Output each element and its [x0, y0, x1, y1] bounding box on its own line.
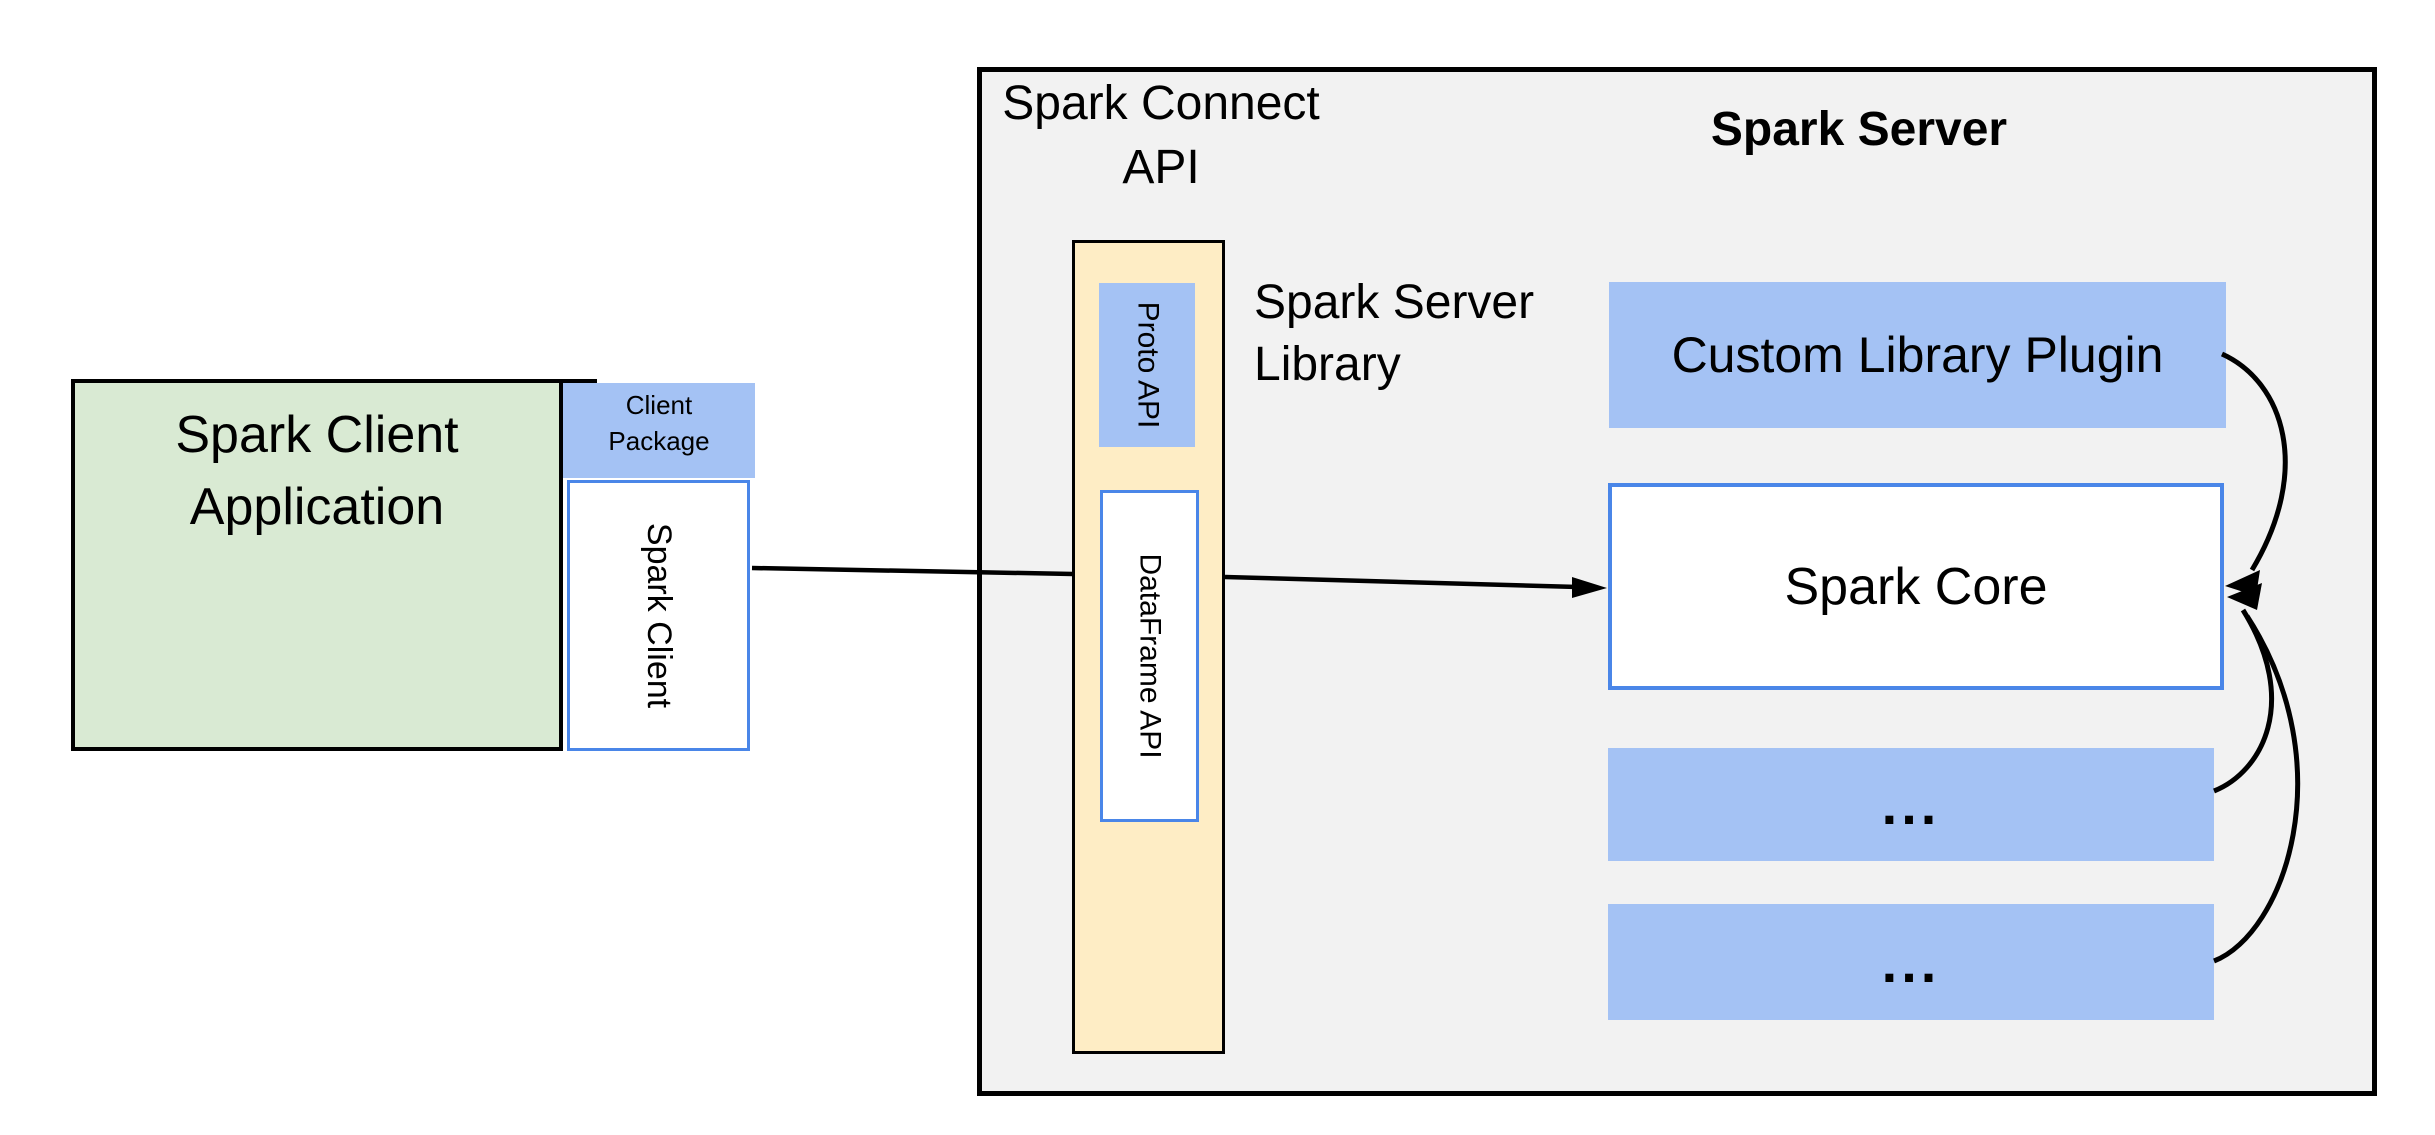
- spark-core-box: Spark Core: [1608, 483, 2224, 690]
- custom-library-plugin-box: Custom Library Plugin: [1609, 282, 2226, 428]
- dataframe-api-box: DataFrame API: [1100, 490, 1199, 822]
- proto-api-label: Proto API: [1131, 301, 1164, 429]
- plugin-placeholder-1-label: ...: [1881, 773, 1941, 836]
- dataframe-api-label: DataFrame API: [1133, 553, 1167, 759]
- spark-client-application-box: Spark Client Application: [71, 379, 563, 751]
- spark-client-label: Spark Client: [640, 522, 679, 709]
- spark-connect-api-label: Spark Connect API: [1002, 77, 1320, 194]
- spark-core-label: Spark Core: [1784, 557, 2048, 616]
- client-package-box: Client Package: [563, 383, 755, 478]
- spark-client-box: Spark Client: [567, 480, 750, 751]
- custom-library-plugin-label: Custom Library Plugin: [1671, 327, 2164, 383]
- plugin-placeholder-2-label: ...: [1881, 930, 1941, 994]
- plugin-placeholder-box-1: ...: [1608, 748, 2214, 861]
- spark-server-title: Spark Server: [1710, 103, 2008, 156]
- spark-server-library-label: Spark Server Library: [1254, 276, 1535, 391]
- plugin-placeholder-box-2: ...: [1608, 904, 2214, 1020]
- proto-api-box: Proto API: [1099, 283, 1195, 447]
